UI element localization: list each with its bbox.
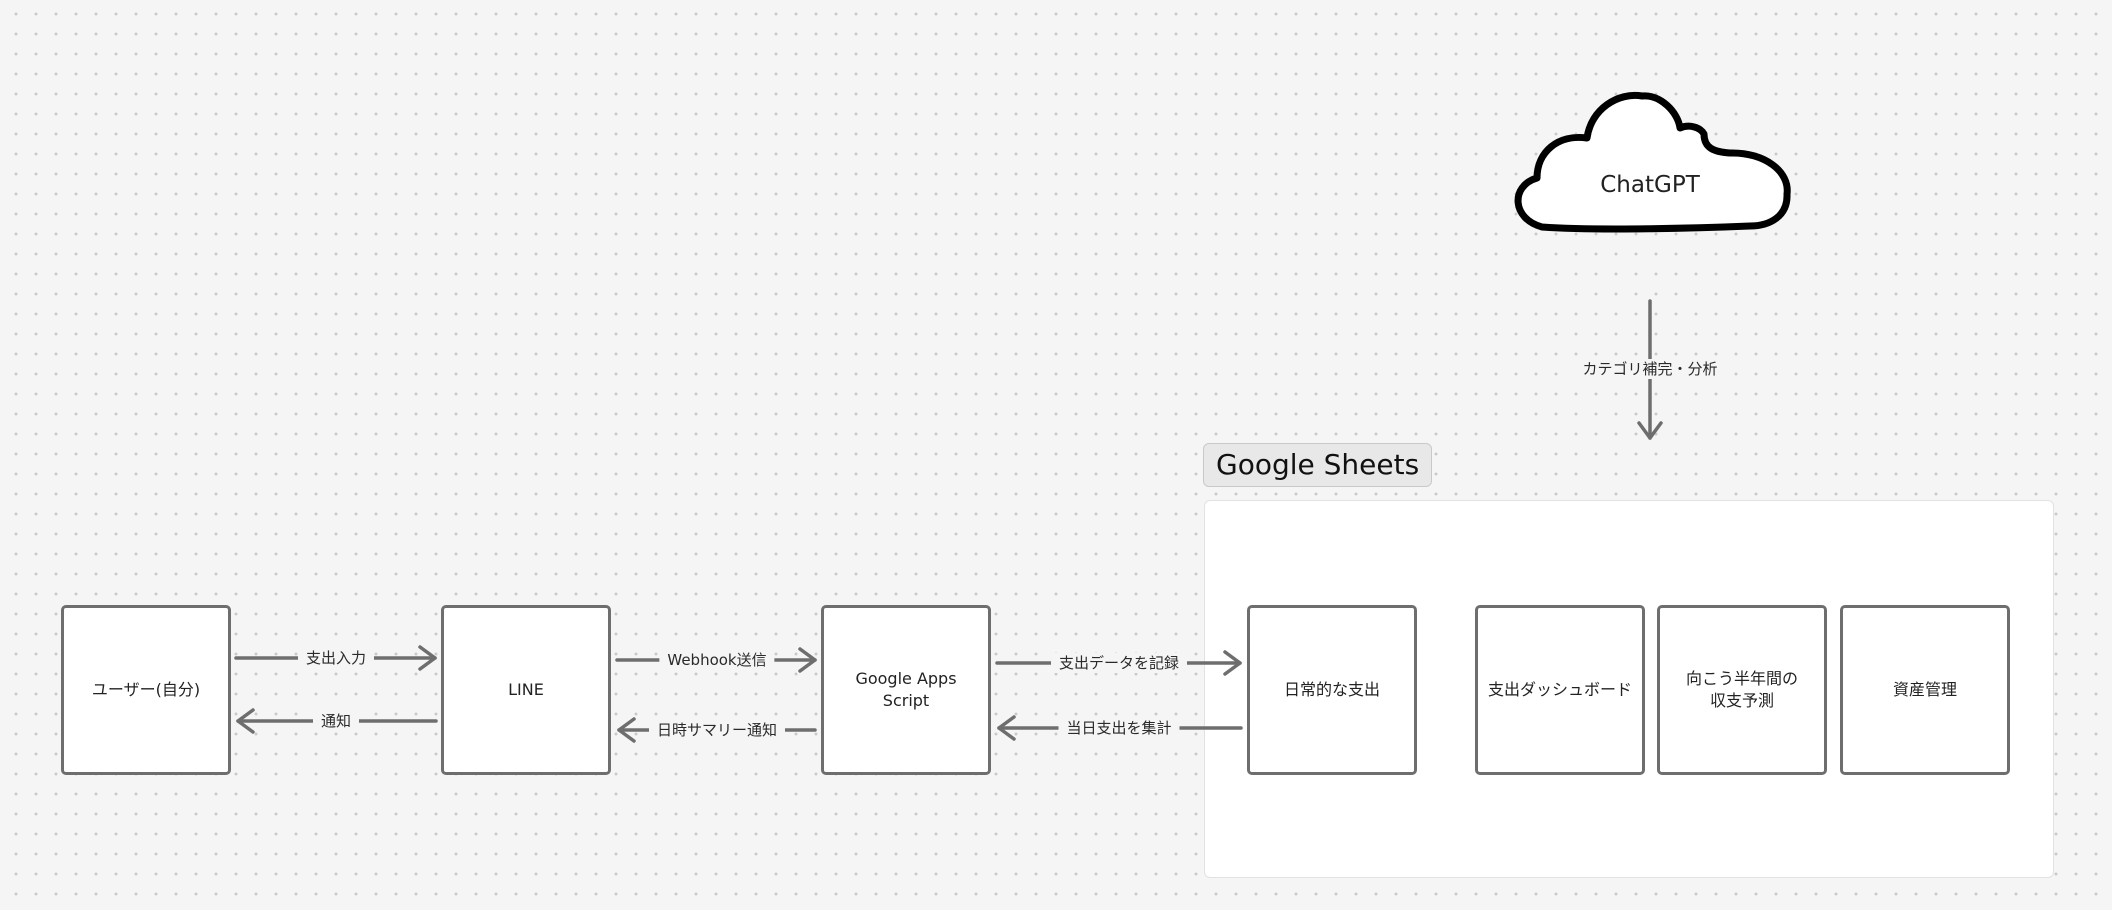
chatgpt-cloud-shape [1514,91,1791,233]
arrowhead-line-to-gas [798,647,817,673]
google-sheets-section-title[interactable]: Google Sheets [1203,443,1433,487]
edge-label-gas-to-line: 日時サマリー通知 [648,720,786,740]
edge-label-user-to-line: 支出入力 [297,648,375,668]
edge-label-chatgpt-to-sheets: カテゴリ補完・分析 [1574,359,1726,379]
arrowhead-gas-to-line [617,717,636,743]
node-half-year-forecast[interactable]: 向こう半年間の 収支予測 [1657,605,1827,775]
edge-label-gas-to-daily: 支出データを記録 [1050,653,1188,673]
node-user[interactable]: ユーザー(自分) [61,605,231,775]
node-google-apps-script[interactable]: Google Apps Script [821,605,991,775]
arrowhead-chatgpt-to-sheets [1637,421,1663,440]
node-line[interactable]: LINE [441,605,611,775]
chatgpt-label: ChatGPT [1600,172,1700,198]
edge-label-daily-to-gas: 当日支出を集計 [1058,718,1180,738]
arrowhead-daily-to-gas [997,715,1016,741]
arrowhead-user-to-line [418,645,437,671]
node-asset-management[interactable]: 資産管理 [1840,605,2010,775]
edge-label-line-to-gas: Webhook送信 [659,650,775,670]
arrowhead-line-to-user [236,708,255,734]
node-daily-expenses[interactable]: 日常的な支出 [1247,605,1417,775]
node-expense-dashboard[interactable]: 支出ダッシュボード [1475,605,1645,775]
edge-label-line-to-user: 通知 [312,711,360,731]
